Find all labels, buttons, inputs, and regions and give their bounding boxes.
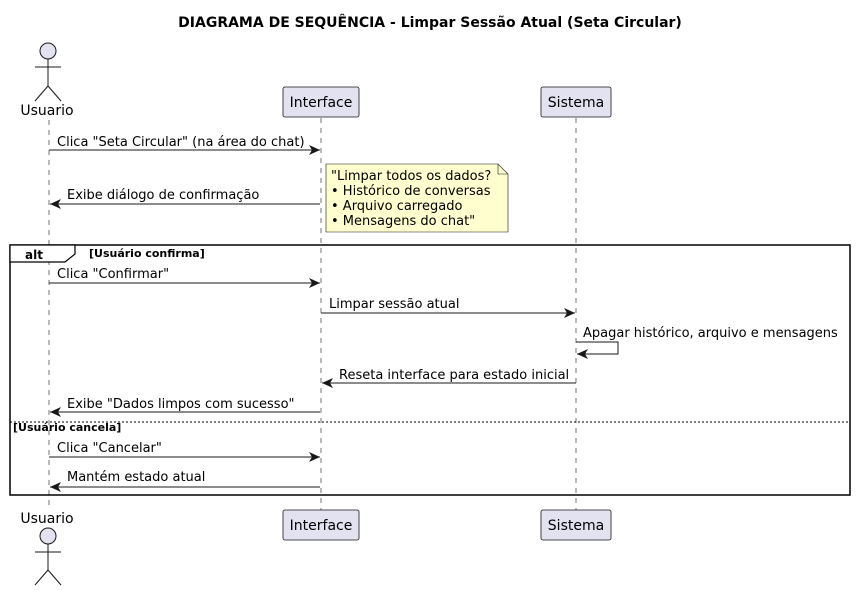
participant-interface-bottom: Interface xyxy=(282,509,360,541)
actor-icon xyxy=(34,527,62,586)
message-label: Clica "Seta Circular" (na área do chat) xyxy=(57,135,305,150)
participant-interface-label: Interface xyxy=(290,518,353,534)
message-label: Mantém estado atual xyxy=(67,470,205,485)
actor-usuario-label-bottom: Usuario xyxy=(20,511,73,527)
alt-guard-cancel: [Usuário cancela] xyxy=(13,421,121,434)
message-label: Clica "Confirmar" xyxy=(57,267,169,282)
actor-usuario-top: Usuario xyxy=(20,42,74,119)
participant-interface-label: Interface xyxy=(290,95,353,111)
lifelines xyxy=(48,118,577,510)
message-arrow-self xyxy=(576,341,619,359)
message-label: Limpar sessão atual xyxy=(329,297,459,312)
participant-sistema-top: Sistema xyxy=(540,86,612,118)
message-label: Exibe "Dados limpos com sucesso" xyxy=(67,397,295,412)
actor-icon xyxy=(34,42,62,102)
message-label: Reseta interface para estado inicial xyxy=(339,368,569,383)
note-line: • Histórico de conversas xyxy=(331,184,491,199)
diagram-title: DIAGRAMA DE SEQUÊNCIA - Limpar Sessão At… xyxy=(178,14,682,31)
message-label: Clica "Cancelar" xyxy=(57,441,162,456)
alt-label: alt xyxy=(25,248,43,262)
alt-frame: alt [Usuário confirma] [Usuário cancela] xyxy=(9,244,851,496)
participant-sistema-bottom: Sistema xyxy=(540,509,612,541)
participant-sistema-label: Sistema xyxy=(548,518,604,534)
actor-usuario-bottom: Usuario xyxy=(20,511,74,586)
confirmation-note: "Limpar todos os dados? • Histórico de c… xyxy=(325,163,509,233)
note-line: "Limpar todos os dados? xyxy=(331,169,491,184)
actor-usuario-label-top: Usuario xyxy=(20,103,73,119)
note-line: • Arquivo carregado xyxy=(331,199,462,214)
participant-interface-top: Interface xyxy=(282,86,360,118)
alt-guard-confirm: [Usuário confirma] xyxy=(89,247,205,260)
participant-sistema-label: Sistema xyxy=(548,95,604,111)
note-line: • Mensagens do chat" xyxy=(331,214,475,229)
message-label: Apagar histórico, arquivo e mensagens xyxy=(583,326,838,341)
message-label: Exibe diálogo de confirmação xyxy=(67,188,259,203)
